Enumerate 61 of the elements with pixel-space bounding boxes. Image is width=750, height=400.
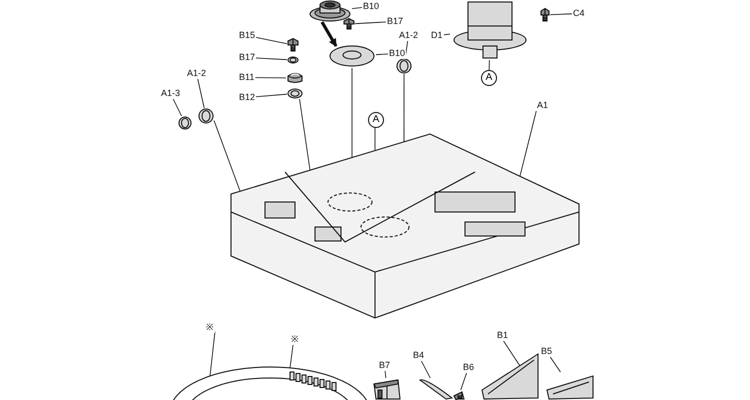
guide-drawing (418, 378, 454, 400)
callout-label: A1-2 (186, 68, 208, 79)
leader-line (520, 110, 537, 176)
plate-drawing (286, 72, 304, 84)
callout-label: A1 (536, 100, 550, 111)
bracket-drawing (372, 378, 402, 400)
callout-label: C4 (572, 8, 586, 19)
leader-line (550, 13, 572, 16)
bolt-drawing (540, 8, 550, 22)
leader-line (443, 34, 450, 36)
callout-label: B6 (462, 362, 476, 373)
leader-line (503, 340, 520, 366)
leader-line (172, 98, 182, 116)
bushing-drawing (198, 108, 214, 124)
callout-label: B10 (362, 1, 380, 12)
washer-drawing (287, 88, 303, 99)
leader-line (420, 360, 431, 378)
leader-line (550, 356, 561, 372)
leader-line (210, 331, 216, 376)
leader-line (290, 344, 294, 368)
callout-label: B11 (238, 72, 256, 83)
callout-label: B15 (238, 30, 256, 41)
callout-label: D1 (430, 30, 444, 41)
cap-drawing (308, 0, 352, 22)
callout-label: B4 (412, 350, 426, 361)
bracket-drawing (452, 390, 466, 400)
reference-marker: A (481, 70, 497, 86)
callout-label: A1-3 (160, 88, 182, 99)
callout-label: B10 (388, 48, 406, 59)
leader-line (488, 60, 490, 70)
leader-line (384, 370, 386, 378)
leader-line (256, 36, 288, 44)
assembly-line (214, 120, 240, 192)
callout-label: B17 (386, 16, 404, 27)
assembly-line (299, 98, 310, 170)
bracket-assembly-drawing (480, 350, 540, 400)
washer-drawing (287, 56, 299, 64)
bolt-drawing (287, 38, 299, 52)
callout-label: B12 (238, 92, 256, 103)
leader-line (374, 126, 376, 150)
reference-marker: A (368, 112, 384, 128)
leader-line (197, 78, 205, 108)
callout-label: ※ (290, 334, 300, 345)
leader-line (354, 22, 386, 24)
bushing-drawing (396, 58, 412, 74)
callout-label: A1-2 (398, 30, 420, 41)
leader-line (256, 58, 288, 60)
leader-line (460, 372, 467, 390)
leader-line (352, 7, 362, 9)
ring-drawing (178, 116, 192, 130)
callout-label: B7 (378, 360, 392, 371)
leader-line (376, 54, 388, 56)
callout-label: ※ (205, 322, 215, 333)
seal-drawing (328, 44, 376, 68)
callout-label: B5 (540, 346, 554, 357)
arrow (320, 21, 338, 47)
leader-line (256, 94, 288, 98)
leader-line (254, 77, 286, 78)
callout-label: B1 (496, 330, 510, 341)
bolt-drawing (343, 18, 355, 30)
callout-label: B17 (238, 52, 256, 63)
